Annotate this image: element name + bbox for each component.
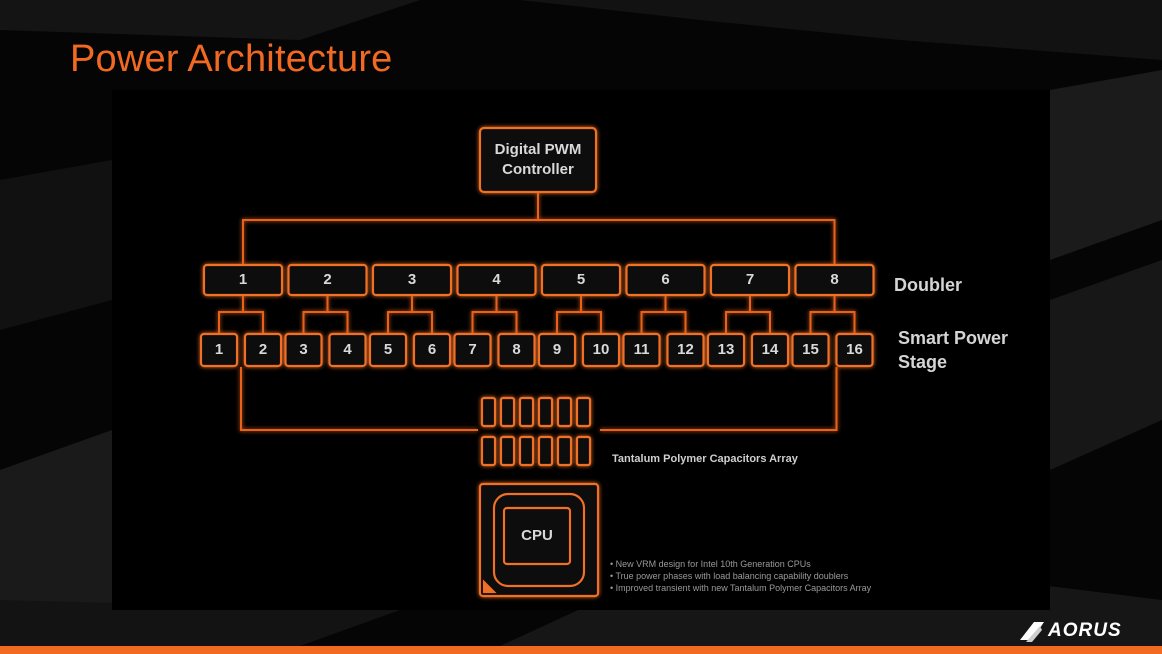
doubler-fork [556, 311, 602, 334]
capacitor-cell [499, 435, 516, 467]
doubler-box [794, 263, 875, 297]
doubler-box [456, 263, 537, 297]
capacitor-cell [537, 435, 554, 467]
doubler-number: 7 [745, 271, 755, 288]
doubler-number: 1 [238, 271, 248, 288]
doubler-box [371, 263, 453, 297]
capacitor-cell [518, 396, 535, 428]
doubler-bus [242, 219, 836, 264]
power-stage-box [750, 332, 790, 368]
doubler-number: 8 [830, 271, 839, 288]
doubler-fork [725, 311, 771, 334]
doubler-box [540, 263, 622, 297]
power-stage-number: 9 [552, 341, 562, 358]
power-stage-box [791, 332, 830, 368]
feature-notes: New VRM design for Intel 10th Generation… [610, 558, 872, 594]
cpu-label: CPU [521, 527, 553, 544]
capacitor-cell [480, 396, 497, 428]
capacitor-cell [499, 396, 516, 428]
capacitor-cell [575, 396, 592, 428]
power-stage-box [368, 332, 408, 368]
power-stage-number: 8 [512, 341, 521, 358]
doubler-fork [218, 311, 264, 334]
power-stage-box [581, 332, 621, 368]
doubler-number: 3 [407, 271, 417, 288]
capacitor-cell [556, 396, 573, 428]
power-stage-number: 3 [299, 341, 308, 358]
doubler-box [625, 263, 706, 297]
power-stage-box [412, 332, 452, 368]
power-stage-box [706, 332, 746, 368]
capacitor-cell [575, 435, 592, 467]
doubler-number: 2 [323, 271, 332, 288]
doubler-number: 5 [576, 271, 586, 288]
doubler-fork [471, 311, 518, 334]
power-stage-box [666, 332, 705, 368]
power-stage-number: 2 [258, 341, 268, 358]
power-stage-number: 4 [343, 341, 352, 358]
power-stage-box [453, 332, 492, 368]
power-stage-box [243, 332, 283, 368]
doubler-number: 6 [661, 271, 670, 288]
power-stage-box [497, 332, 536, 368]
doubler-label: Doubler [894, 275, 963, 295]
doubler-box [202, 263, 284, 297]
doubler-number: 4 [492, 271, 501, 288]
aorus-logo [1020, 622, 1044, 642]
output-rail [600, 367, 838, 431]
doubler-fork [302, 311, 349, 334]
pin1-marker [482, 579, 497, 594]
cpu-die [502, 506, 572, 566]
power-stage-box [537, 332, 577, 368]
doubler-box [287, 263, 368, 297]
power-stage-number: 5 [383, 341, 393, 358]
output-rail [240, 367, 478, 431]
bottom-accent-bar [0, 646, 1162, 654]
smart-power-stage-label: Smart Power Stage [898, 328, 1009, 372]
note-item: New VRM design for Intel 10th Generation… [610, 558, 871, 570]
capacitor-cell [518, 435, 535, 467]
power-stage-number: 15 [802, 341, 819, 358]
power-stage-number: 14 [761, 341, 779, 358]
power-stage-number: 10 [592, 341, 610, 358]
power-stage-number: 7 [468, 341, 477, 358]
doubler-fork [809, 311, 856, 334]
pwm-controller-label: Digital PWM Controller [494, 141, 582, 178]
power-stage-box [622, 332, 661, 368]
capacitor-array-label: Tantalum Polymer Capacitors Array [612, 453, 798, 465]
power-stage-number: 12 [677, 341, 694, 358]
capacitor-cell [480, 435, 497, 467]
doubler-fork [387, 311, 433, 334]
power-stage-box [328, 332, 367, 368]
slide-title: Power Architecture [70, 38, 393, 80]
power-stage-box [284, 332, 323, 368]
power-stage-number: 11 [633, 341, 650, 358]
power-stage-number: 1 [214, 341, 224, 358]
note-item: True power phases with load balancing ca… [610, 570, 871, 582]
brand-wordmark: AORUS [1048, 620, 1122, 641]
pwm-controller-box [478, 126, 598, 194]
doubler-fork [640, 311, 687, 334]
power-stage-number: 16 [846, 341, 863, 358]
note-item: Improved transient with new Tantalum Pol… [610, 582, 871, 594]
power-stage-number: 6 [427, 341, 437, 358]
capacitor-cell [537, 396, 554, 428]
doubler-box [709, 263, 791, 297]
power-stage-box [199, 332, 239, 368]
power-stage-box [835, 332, 874, 368]
capacitor-cell [556, 435, 573, 467]
power-stage-number: 13 [717, 341, 735, 358]
